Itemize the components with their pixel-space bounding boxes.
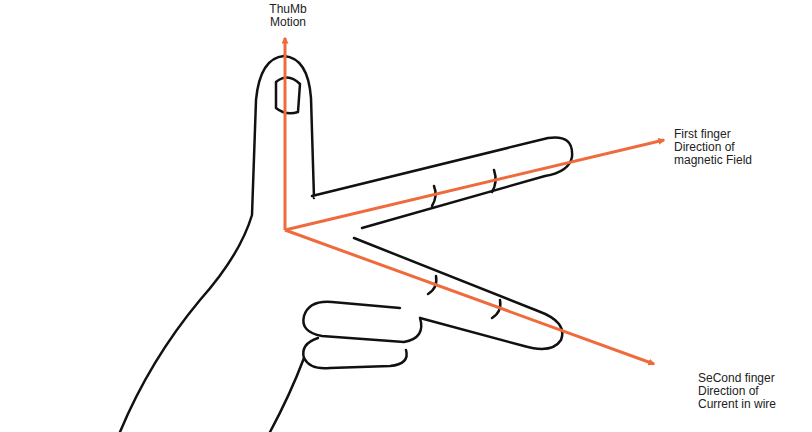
middle-knuckle-lines <box>428 276 500 318</box>
motion-arrow <box>284 38 287 230</box>
thumb-nail <box>276 77 300 113</box>
direction-label: ThuMb Motion <box>262 3 314 29</box>
direction-label: SeCond finger Direction of Current in wi… <box>698 372 802 411</box>
field-arrow <box>285 140 664 230</box>
folded-finger-outline <box>303 338 406 368</box>
direction-label: First finger Direction of magnetic Field <box>674 128 766 167</box>
palm-edge <box>270 358 304 432</box>
folded-finger-outline <box>303 302 421 342</box>
current-arrow <box>285 230 654 364</box>
